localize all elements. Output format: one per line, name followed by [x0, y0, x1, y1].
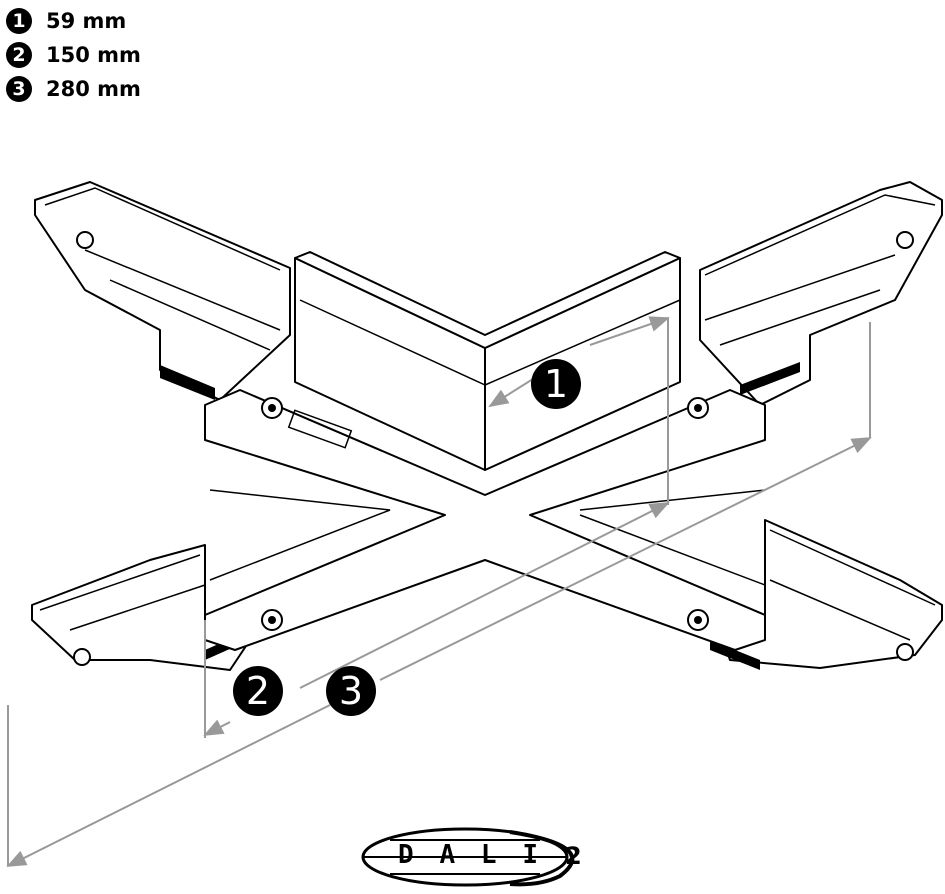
dimension-legend: 1 59 mm 2 150 mm 3 280 mm: [6, 4, 141, 106]
logo-letter: D: [398, 840, 414, 870]
number-badge: 1: [6, 8, 32, 34]
track-adapter-bottom-left: [31, 544, 251, 671]
cross-plate: [204, 389, 766, 651]
number-badge: 3: [6, 76, 32, 102]
legend-label: 150 mm: [46, 43, 141, 67]
dali-logo-ellipse: [361, 827, 575, 887]
screw: [687, 397, 709, 419]
legend-item: 1 59 mm: [6, 4, 141, 38]
legend-label: 59 mm: [46, 9, 127, 33]
dimension-marker-1: 1: [531, 359, 581, 409]
dimension-2: [203, 318, 670, 738]
dali-letters: D A L I: [398, 840, 538, 870]
dimension-marker-3: 3: [326, 666, 376, 716]
legend-item: 3 280 mm: [6, 72, 141, 106]
dimension-marker-2: 2: [233, 666, 283, 716]
dimension-3: [6, 322, 872, 867]
legend-item: 2 150 mm: [6, 38, 141, 72]
dali-2-logo: D A L I 2: [360, 826, 590, 888]
screw: [261, 609, 283, 631]
central-housing: [294, 251, 681, 471]
logo-letter: A: [439, 840, 456, 870]
logo-letter: I: [522, 840, 538, 870]
track-adapter-top-right: [699, 181, 943, 406]
screw: [687, 609, 709, 631]
logo-letter: L: [480, 840, 497, 870]
logo-version: 2: [565, 842, 582, 870]
track-adapter-top-left: [34, 181, 291, 401]
number-badge: 2: [6, 42, 32, 68]
legend-label: 280 mm: [46, 77, 141, 101]
screw: [261, 397, 283, 419]
